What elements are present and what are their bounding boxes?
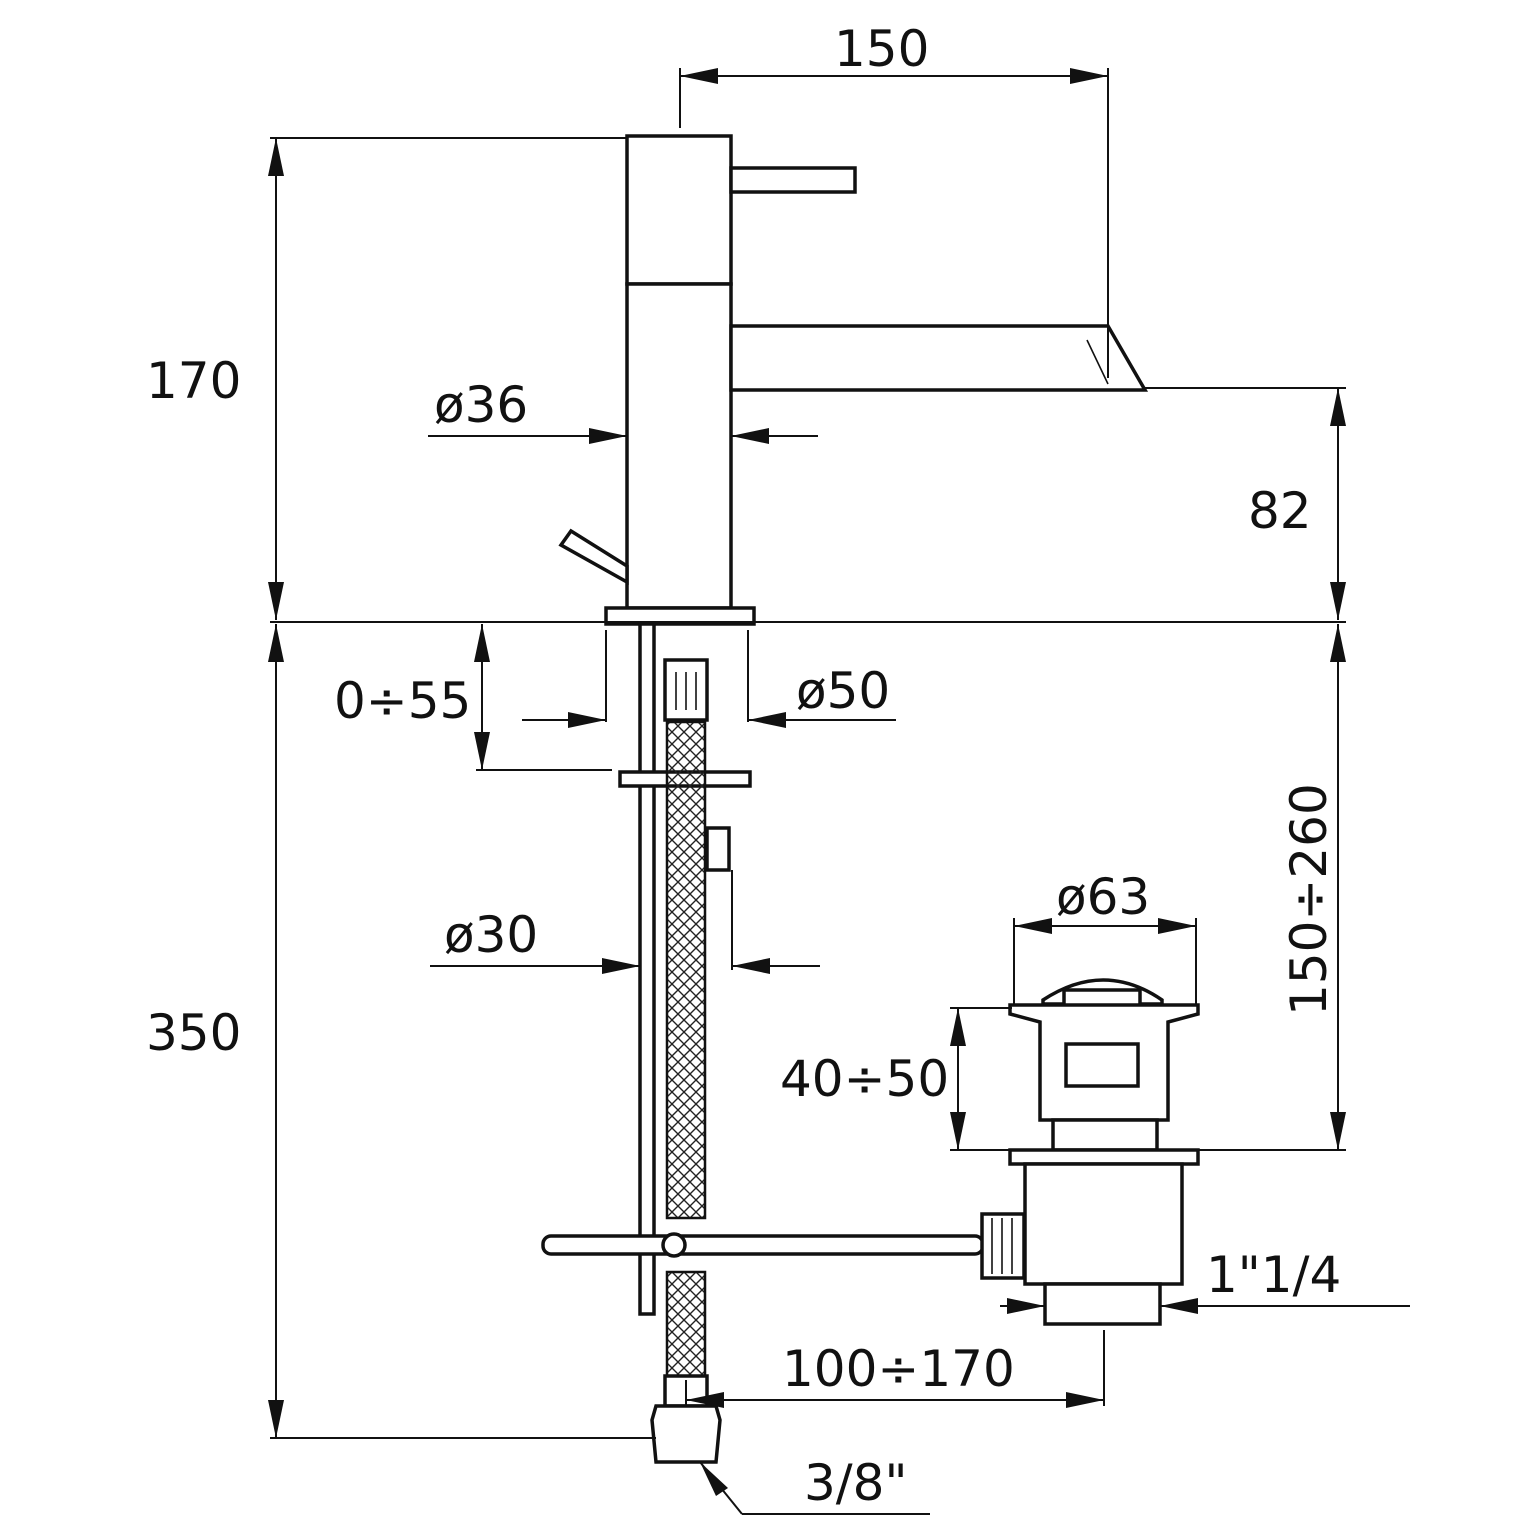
dim-total-height: 170 bbox=[146, 352, 241, 410]
dim-deck-thickness: 0÷55 bbox=[334, 672, 471, 730]
dimension-lines bbox=[268, 68, 1410, 1515]
dim-hose-diameter: ø30 bbox=[444, 906, 538, 964]
hose-fitting bbox=[705, 826, 731, 872]
dim-rod-offset: 100÷170 bbox=[782, 1340, 1015, 1398]
popup-rod bbox=[541, 1234, 985, 1256]
dim-base-diameter: ø50 bbox=[796, 662, 890, 720]
dim-below-deck: 350 bbox=[146, 1004, 241, 1062]
dim-spout-height: 82 bbox=[1248, 482, 1312, 540]
popup-knob bbox=[558, 528, 629, 585]
under-deck-assembly bbox=[541, 622, 985, 1464]
faucet-cap bbox=[625, 134, 733, 286]
pop-up-waste bbox=[980, 978, 1200, 1326]
dim-waste-length: 40÷50 bbox=[780, 1050, 949, 1108]
rod-clamp bbox=[661, 1232, 687, 1258]
faucet-column bbox=[625, 282, 733, 610]
hose-nut bbox=[650, 1404, 722, 1464]
waste-body bbox=[1023, 1162, 1184, 1286]
rod-coupling bbox=[980, 1212, 1026, 1280]
threaded-rod bbox=[638, 622, 656, 1316]
faucet-body bbox=[558, 134, 1149, 626]
braided-hose bbox=[665, 720, 707, 1220]
lever-handle bbox=[729, 166, 857, 194]
dim-waste-thread: 1"1/4 bbox=[1206, 1246, 1341, 1304]
dim-hose-thread: 3/8" bbox=[804, 1454, 907, 1512]
dim-body-diameter: ø36 bbox=[434, 376, 528, 434]
dim-drain-adjust: 150÷260 bbox=[1280, 783, 1338, 1016]
dim-plug-diameter: ø63 bbox=[1056, 868, 1150, 926]
spout bbox=[729, 324, 1149, 392]
base-plate bbox=[604, 606, 756, 626]
waste-tail bbox=[1043, 1282, 1162, 1326]
dimension-labels: 150 170 ø36 82 0÷55 ø50 ø30 350 150÷260 … bbox=[146, 20, 1341, 1512]
waste-nut-ring bbox=[1008, 1148, 1200, 1166]
braided-hose-lower bbox=[665, 1270, 707, 1394]
dim-spout-reach: 150 bbox=[834, 20, 929, 78]
